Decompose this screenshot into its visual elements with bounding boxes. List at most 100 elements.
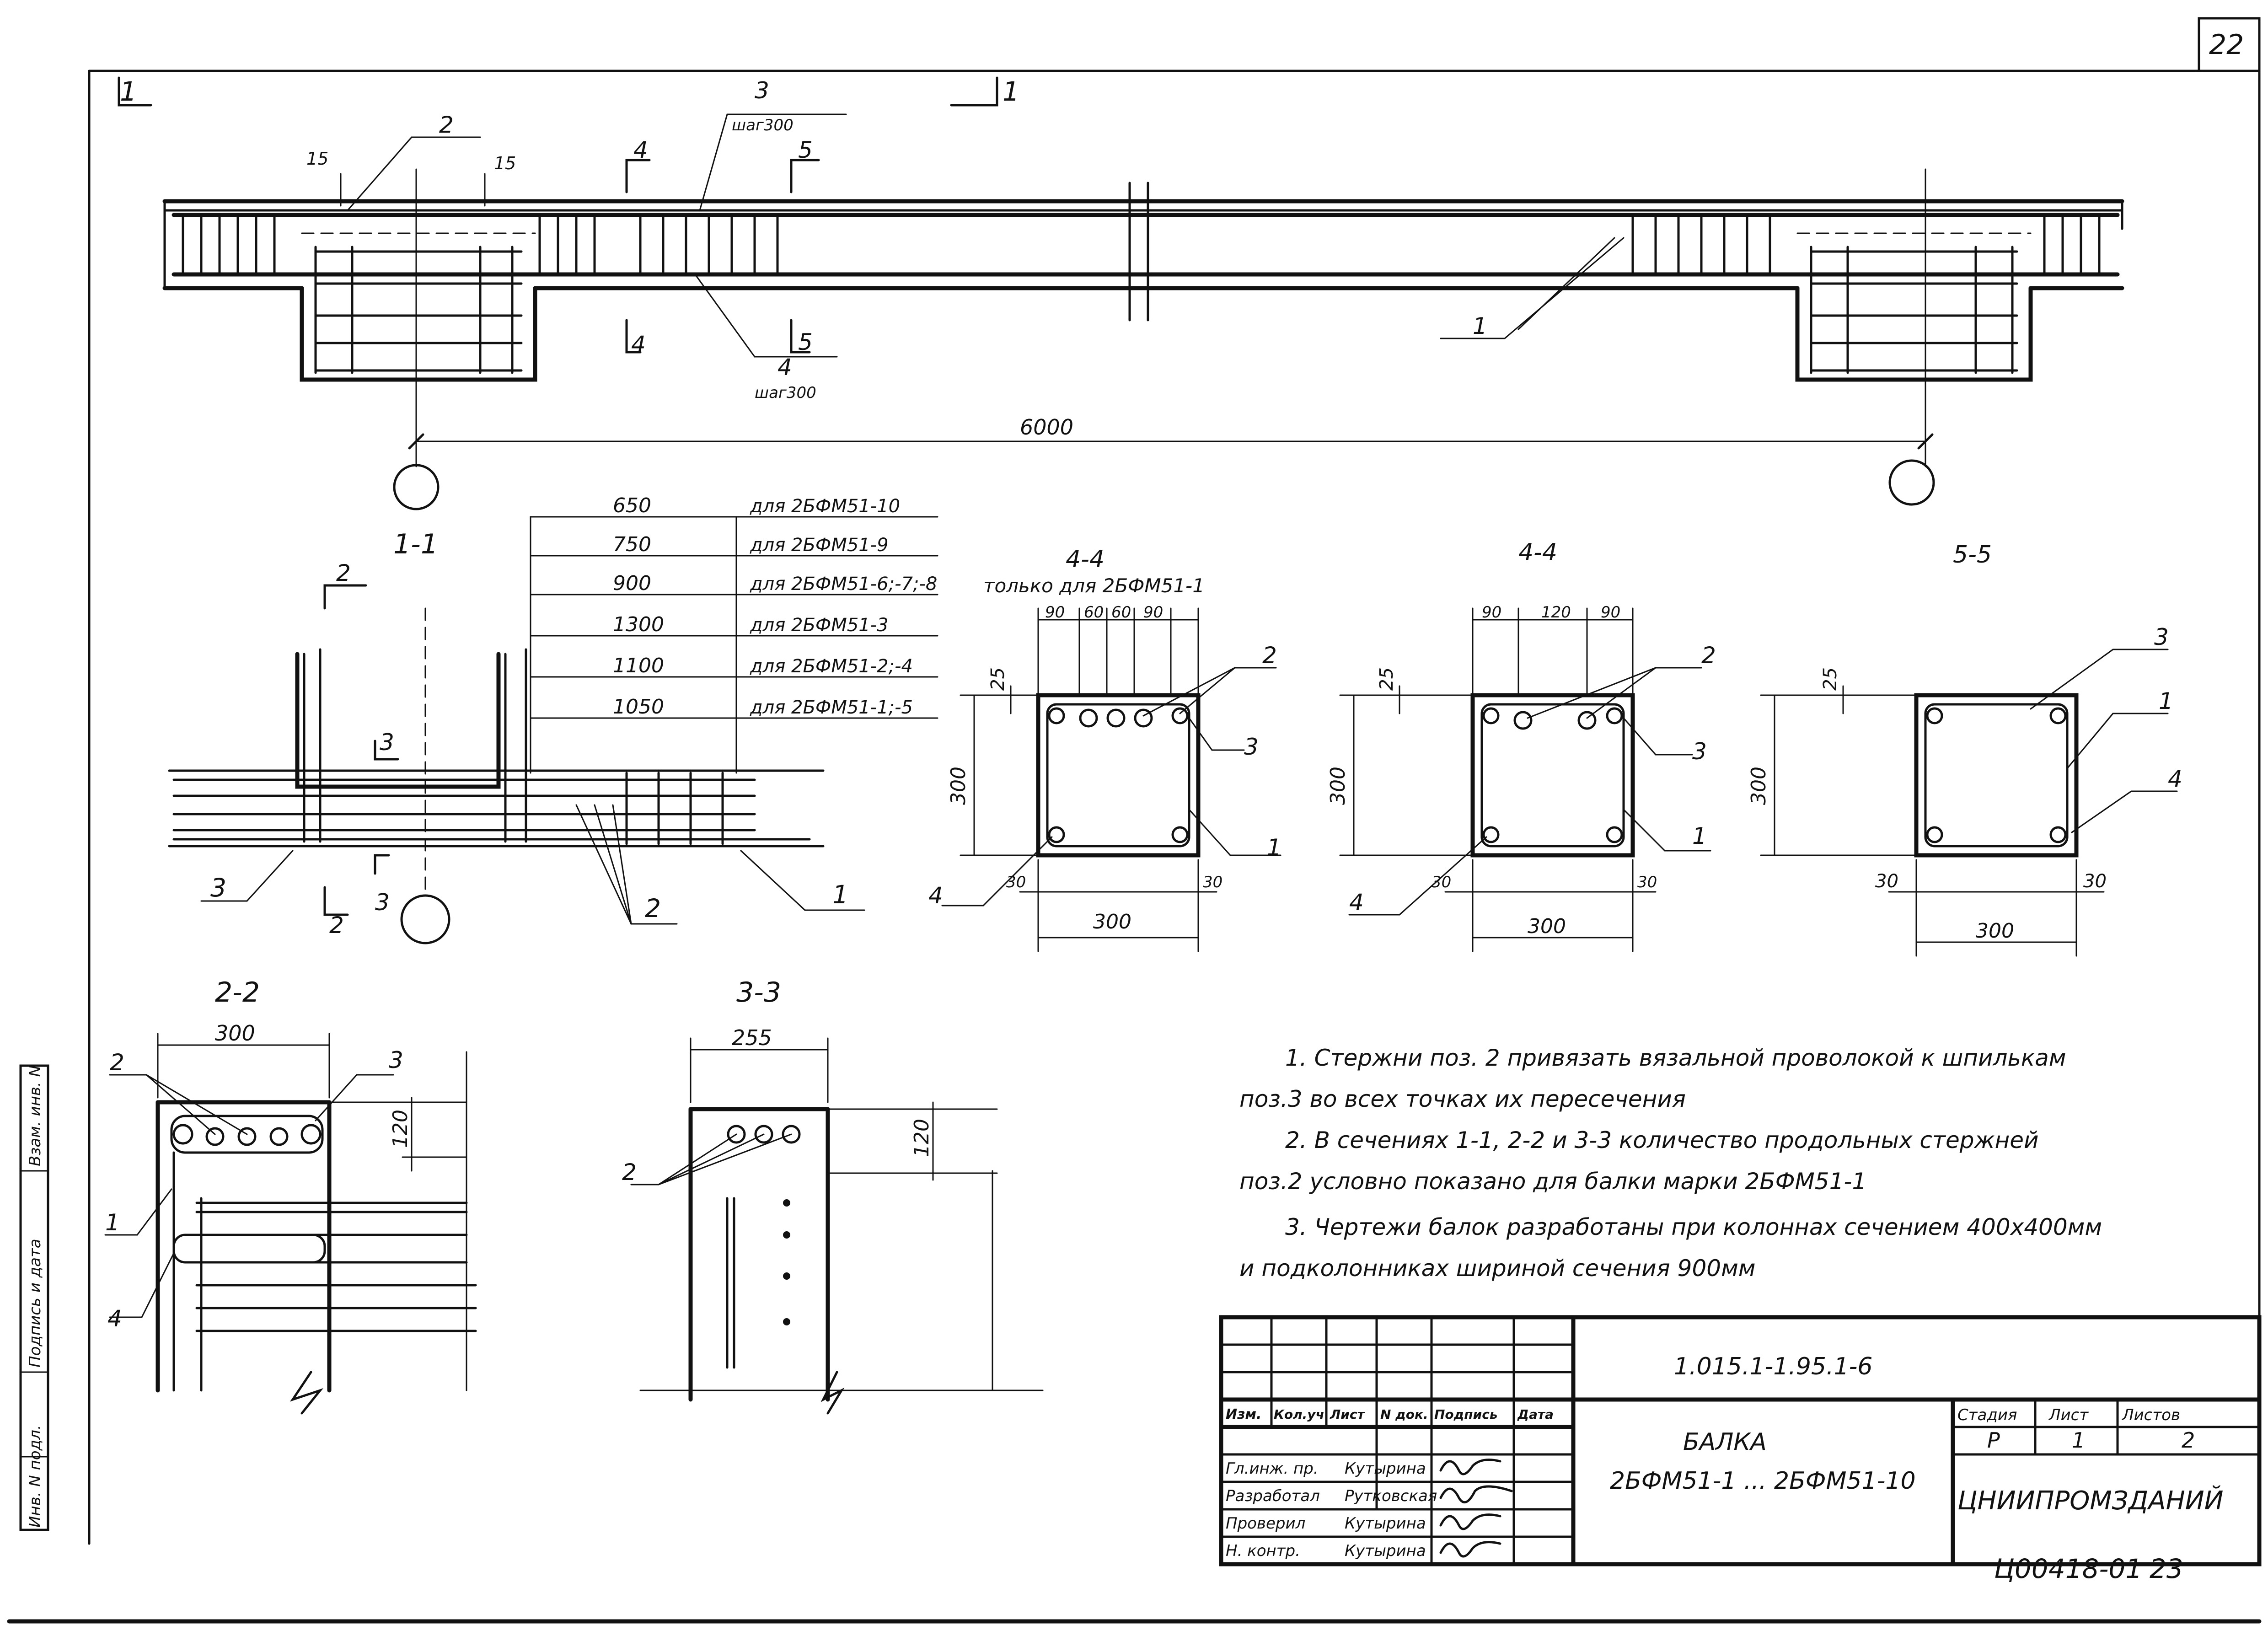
s33-dim-120: 120 — [910, 1119, 933, 1157]
table-note: для 2БФМ51-9 — [750, 535, 889, 556]
table-dim: 1300 — [613, 613, 664, 636]
cut-2-bottom: 2 — [329, 912, 344, 939]
tb-header: Изм. — [1226, 1406, 1261, 1422]
section-1-1 — [168, 516, 938, 944]
s44a-dim: 60 — [1111, 603, 1131, 622]
s44a-callout-1: 1 — [1267, 834, 1281, 861]
s44b-title: 4-4 — [1518, 539, 1557, 566]
s44b-side-left: 30 — [1432, 873, 1451, 891]
s44a-dim: 90 — [1143, 603, 1163, 622]
cut-mark-5-top: 5 — [798, 137, 813, 163]
cut-mark-1-right: 1 — [1003, 76, 1019, 107]
s44a-title: 4-4 — [1066, 546, 1105, 573]
table-note: для 2БФМ51-6;-7;-8 — [750, 574, 937, 595]
s44a-width: 300 — [1093, 910, 1131, 933]
beam-elevation — [118, 76, 2124, 510]
tb-name: Рутковская — [1345, 1487, 1437, 1505]
object-range: 2БФМ51-1 ... 2БФМ51-10 — [1610, 1467, 1916, 1495]
tb-name: Кутырина — [1345, 1459, 1426, 1478]
s44b-callout-1: 1 — [1692, 823, 1707, 849]
tb-header: Кол.уч — [1274, 1407, 1324, 1422]
pos3-label: 3 — [755, 77, 769, 104]
cut-mark-4-top: 4 — [633, 137, 648, 163]
stamp-inv-number: Инв. N подл. — [26, 1425, 44, 1528]
cut-mark-4-bottom: 4 — [631, 331, 646, 358]
s11-pos3: 3 — [210, 873, 226, 902]
s44b-height: 300 — [1326, 767, 1350, 805]
s44b-dim: 90 — [1482, 603, 1501, 622]
cut-2-top: 2 — [336, 560, 351, 586]
dim-15-right: 15 — [494, 153, 516, 173]
s11-pos2: 2 — [645, 894, 661, 923]
s55-callout-3: 3 — [2154, 624, 2169, 650]
tb-role: Н. контр. — [1226, 1542, 1300, 1560]
object-title: БАЛКА — [1683, 1428, 1767, 1456]
signatures — [1439, 1459, 1513, 1558]
section-1-1-table: 650 для 2БФМ51-10 750 для 2БФМ51-9 900 д… — [613, 494, 937, 719]
table-dim: 650 — [613, 494, 651, 517]
s44a-dim: 90 — [1045, 603, 1065, 622]
stamp-signature-date: Подпись и дата — [26, 1239, 44, 1368]
table-dim: 1050 — [613, 695, 664, 719]
tb-header: N док. — [1380, 1407, 1428, 1422]
section-5-5 — [1760, 649, 2178, 957]
note-line: поз.3 во всех точках их пересечения — [1239, 1086, 1686, 1112]
s44a-cover: 25 — [987, 667, 1008, 691]
table-dim: 1100 — [613, 654, 664, 677]
tb-name: Кутырина — [1345, 1542, 1426, 1560]
s44a-callout-3: 3 — [1244, 734, 1259, 760]
tb-header: Подпись — [1434, 1407, 1498, 1422]
tb-name: Кутырина — [1345, 1514, 1426, 1533]
span-dimension: 6000 — [1020, 415, 1073, 440]
note-line: поз.2 условно показано для балки марки 2… — [1239, 1168, 1866, 1195]
tb-role: Проверил — [1226, 1514, 1305, 1533]
dim-15-left: 15 — [306, 149, 328, 169]
s55-height: 300 — [1747, 767, 1770, 805]
table-dim: 900 — [613, 572, 651, 595]
table-note: для 2БФМ51-1;-5 — [750, 697, 913, 718]
organization: ЦНИИПРОМЗДАНИЙ — [1957, 1486, 2224, 1516]
section-3-3 — [630, 1037, 1044, 1415]
archive-number: Ц00418-01 — [1994, 1553, 2142, 1584]
s44a-subtitle: только для 2БФМ51-1 — [983, 574, 1205, 597]
cut-mark-1-left: 1 — [120, 76, 137, 107]
s22-width: 300 — [215, 1021, 255, 1046]
section-4-4b — [1339, 607, 1711, 952]
s44a-side-left: 30 — [1006, 873, 1026, 891]
table-note: для 2БФМ51-2;-4 — [750, 656, 913, 677]
s33-callout-2: 2 — [622, 1159, 637, 1185]
table-note: для 2БФМ51-10 — [750, 496, 900, 517]
s44a-callout-2: 2 — [1262, 642, 1277, 669]
side-stamp — [19, 1064, 49, 1531]
s22-title: 2-2 — [215, 976, 260, 1008]
cut-3-top: 3 — [380, 729, 394, 756]
s44a-height: 300 — [947, 767, 970, 805]
stamp-replaced-inv: Взам. инв. N — [26, 1065, 44, 1166]
sheets-value: 2 — [2182, 1428, 2195, 1453]
sheet-value: 1 — [2072, 1428, 2085, 1453]
stage-label: Стадия — [1957, 1406, 2017, 1424]
pos1-label: 1 — [1473, 313, 1487, 339]
s55-side-left: 30 — [1875, 871, 1898, 892]
s44b-callout-3: 3 — [1692, 738, 1707, 765]
s44a-callout-4: 4 — [928, 882, 943, 909]
s55-callout-1: 1 — [2159, 688, 2173, 714]
s55-side-right: 30 — [2083, 871, 2107, 892]
stage-value: Р — [1987, 1428, 2000, 1453]
title-block — [1219, 1315, 2262, 1566]
tb-role: Гл.инж. пр. — [1226, 1459, 1319, 1478]
section-4-4a — [941, 607, 1281, 952]
s22-callout-3: 3 — [389, 1047, 403, 1073]
sheet-frame — [7, 17, 2262, 1624]
note-line: 1. Стержни поз. 2 привязать вязальной пр… — [1285, 1045, 2066, 1071]
note-line: 3. Чертежи балок разработаны при колонна… — [1285, 1214, 2102, 1240]
tb-header: Лист — [1330, 1407, 1365, 1422]
s33-title: 3-3 — [736, 976, 781, 1008]
doc-code: 1.015.1-1.95.1-6 — [1674, 1353, 1872, 1380]
s44b-side-right: 30 — [1637, 873, 1657, 891]
s55-cover: 25 — [1820, 667, 1841, 691]
section-2-2 — [104, 1033, 477, 1415]
cut-3-bottom: 3 — [375, 889, 390, 916]
sheet-label: Лист — [2048, 1406, 2089, 1424]
